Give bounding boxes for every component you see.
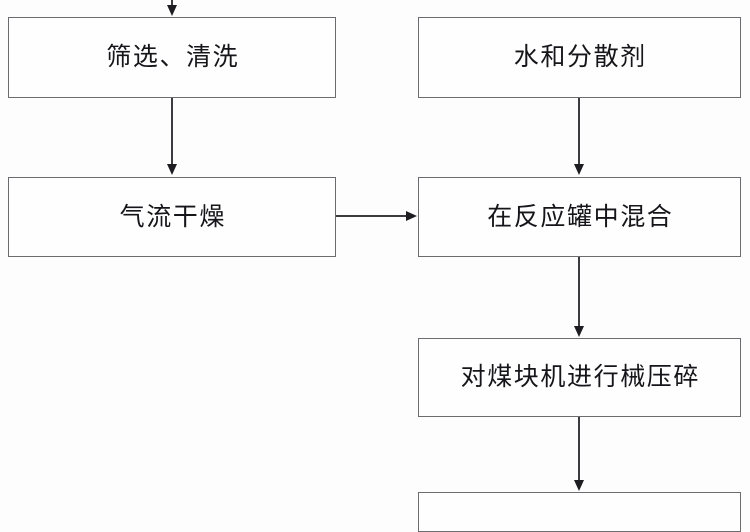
connector-crush-coal-to-next-step-line <box>578 417 580 482</box>
connector-screen-wash-to-air-dry-line <box>171 98 173 166</box>
flow-node-water-dispersant-label: 水和分散剂 <box>513 44 647 71</box>
flow-node-mix-reactor[interactable]: 在反应罐中混合 <box>418 177 741 257</box>
connector-screen-wash-to-air-dry-arrowhead <box>167 164 177 175</box>
connector-air-dry-to-mix-reactor-line <box>336 215 408 217</box>
flow-node-water-dispersant[interactable]: 水和分散剂 <box>418 17 741 98</box>
connector-inflow-arrowhead <box>167 5 177 16</box>
connector-water-dispersant-to-mix-reactor-line <box>578 98 580 166</box>
flow-node-crush-coal[interactable]: 对煤块机进行械压碎 <box>418 338 741 417</box>
flow-node-air-dry[interactable]: 气流干燥 <box>8 177 336 257</box>
flowchart-canvas: 筛选、清洗 气流干燥 水和分散剂 在反应罐中混合 对煤块机进行械压碎 <box>8 0 741 532</box>
flow-node-screen-wash-label: 筛选、清洗 <box>106 44 240 71</box>
connector-air-dry-to-mix-reactor-arrowhead <box>406 211 417 221</box>
flow-node-next-step[interactable] <box>418 492 741 532</box>
connector-crush-coal-to-next-step-arrowhead <box>574 480 584 491</box>
flow-node-mix-reactor-label: 在反应罐中混合 <box>487 203 674 231</box>
flow-node-crush-coal-label: 对煤块机进行械压碎 <box>460 364 700 391</box>
connector-water-dispersant-to-mix-reactor-arrowhead <box>574 164 584 175</box>
flow-node-screen-wash[interactable]: 筛选、清洗 <box>8 17 336 98</box>
connector-mix-reactor-to-crush-coal-arrowhead <box>574 326 584 337</box>
flow-node-air-dry-label: 气流干燥 <box>119 203 226 231</box>
connector-mix-reactor-to-crush-coal-line <box>578 257 580 327</box>
